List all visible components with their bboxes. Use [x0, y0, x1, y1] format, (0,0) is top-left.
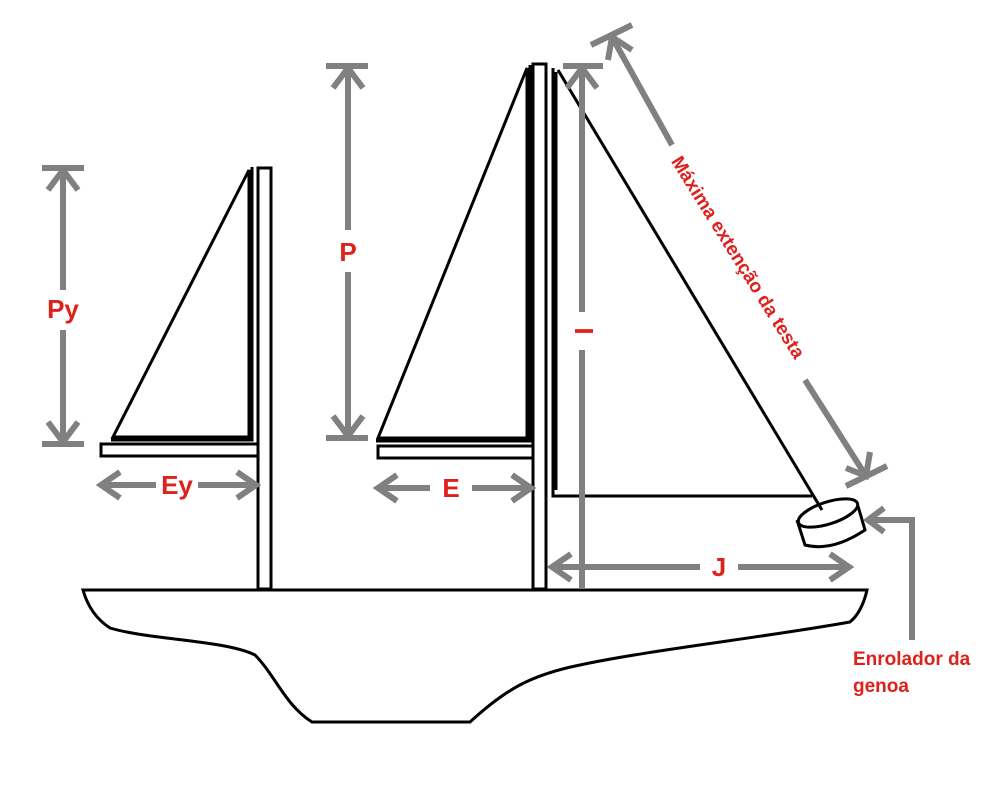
- dimension-arrows: [42, 22, 915, 640]
- p-dimension-arrow: [326, 63, 368, 441]
- genoa-furler-drum: [795, 497, 867, 549]
- i-label: I: [569, 327, 599, 334]
- main-sail: [375, 65, 532, 443]
- j-dimension-arrow: [546, 551, 855, 583]
- genoa-sail: [551, 68, 824, 511]
- mizzen-boom: [99, 442, 260, 458]
- main-boom: [376, 444, 535, 460]
- max-luff-label: Máxima extenção da testa: [666, 153, 808, 363]
- i-dimension-arrow: [563, 63, 603, 588]
- j-label: J: [712, 552, 726, 582]
- p-label: P: [339, 237, 356, 267]
- hull: [81, 588, 869, 724]
- main-mast: [531, 62, 548, 591]
- ey-dimension-arrow: [95, 469, 262, 501]
- e-label: E: [442, 473, 459, 503]
- furler-label-line1: Enrolador da: [853, 649, 971, 670]
- furler-leader-arrow: [863, 505, 915, 640]
- max-luff-dimension-arrow: [589, 22, 889, 489]
- boat: [81, 62, 869, 724]
- ey-label: Ey: [161, 470, 193, 500]
- mizzen-sail: [110, 167, 254, 442]
- e-dimension-arrow: [372, 472, 537, 504]
- py-label: Py: [47, 294, 79, 324]
- py-dimension-arrow: [42, 165, 84, 447]
- furler-label-line2: genoa: [853, 676, 909, 697]
- mizzen-mast: [256, 166, 273, 591]
